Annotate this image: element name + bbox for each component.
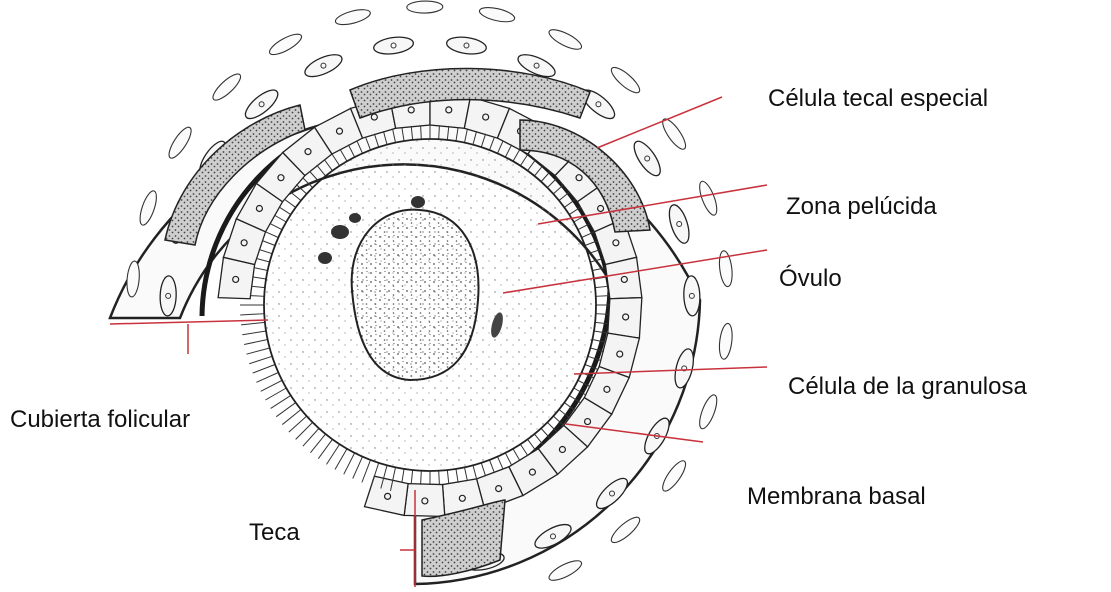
zona-striation [252, 277, 266, 279]
label-follicular-cover: Cubierta folicular [10, 408, 190, 432]
zona-striation [265, 388, 286, 400]
zona-striation [256, 258, 270, 262]
zona-striation [439, 471, 440, 485]
theca-cell [446, 35, 488, 56]
theca-cell [302, 50, 345, 81]
zona-striation [270, 223, 282, 229]
outer-theca-cell [334, 7, 372, 28]
zona-striation [505, 453, 511, 465]
outer-theca-cell [210, 70, 245, 103]
zona-striation [327, 444, 340, 464]
outer-theca-cell [267, 30, 304, 58]
zona-striation [271, 395, 291, 408]
zona-striation [253, 364, 275, 373]
zona-striation [266, 232, 279, 238]
label-basal-membrane: Membrana basal [747, 485, 926, 509]
zona-striation [240, 314, 264, 315]
zona-striation [249, 356, 272, 363]
zona-striation [259, 249, 272, 253]
granulosa-cell [605, 257, 641, 298]
label-granulosa-cell: Célula de la granulosa [788, 375, 1027, 399]
zona-striation [242, 331, 266, 335]
zona-striation [353, 457, 363, 479]
zona-striation [250, 296, 264, 297]
outer-theca-cell [696, 393, 720, 431]
vesicle-4 [411, 196, 425, 208]
zona-striation [481, 463, 485, 476]
label-zona-pellucida: Zona pelúcida [786, 195, 937, 219]
outer-theca-cell [547, 26, 585, 53]
leader-theca-special [597, 97, 722, 148]
zona-striation [541, 428, 550, 438]
zona-striation [284, 199, 295, 207]
zona-striation [447, 470, 448, 484]
zona-striation [595, 286, 609, 287]
outer-theca-cell [407, 1, 443, 14]
zona-striation [303, 428, 319, 446]
outer-theca-cell [137, 189, 160, 227]
zona-striation [290, 192, 301, 201]
zona-striation [276, 403, 295, 417]
zona-striation [402, 469, 404, 483]
outer-theca-cell [165, 124, 195, 161]
zona-striation [254, 268, 268, 271]
zona-striation [274, 215, 286, 222]
zona-striation [296, 422, 313, 439]
zona-striation [421, 471, 422, 485]
zona-striation [262, 240, 275, 245]
zona-striation [256, 373, 278, 383]
outer-theca-cell [696, 179, 720, 217]
theca-cell [373, 35, 415, 56]
zona-striation [244, 340, 267, 345]
zona-striation [261, 380, 282, 391]
zona-striation [289, 416, 307, 432]
theca-cell [629, 137, 665, 179]
zona-striation [310, 434, 325, 453]
granulosa-cell [404, 484, 445, 517]
zona-striation [246, 348, 269, 354]
label-theca-special-cell: Célula tecal especial [768, 87, 988, 111]
zona-striation [335, 449, 347, 470]
zona-striation [528, 439, 536, 450]
zona-striation [362, 460, 371, 482]
outer-theca-cell [608, 64, 643, 97]
zona-striation [520, 444, 528, 456]
zona-striation [498, 457, 504, 470]
zona-striation [282, 409, 301, 424]
vesicle-3 [318, 252, 332, 264]
outer-theca-cell [608, 514, 643, 547]
zona-striation [513, 449, 520, 461]
label-ovum: Óvulo [779, 267, 842, 291]
zona-striation [344, 453, 355, 474]
outer-theca-cell [718, 323, 734, 360]
outer-theca-cell [659, 458, 689, 494]
zona-striation [456, 469, 458, 483]
zona-striation [279, 207, 291, 215]
zona-striation [251, 286, 265, 287]
zona-striation [241, 322, 265, 325]
vesicle-2 [349, 213, 361, 223]
zona-striation [411, 470, 412, 484]
zona-striation [473, 465, 477, 479]
zona-striation [465, 467, 468, 481]
label-theca: Teca [249, 521, 300, 545]
vesicle-1 [331, 225, 349, 239]
zona-striation [489, 460, 494, 473]
granulosa-cell [608, 298, 642, 339]
leader-cover-h [110, 320, 268, 324]
outer-theca-cell [547, 557, 585, 584]
zona-striation [534, 434, 543, 445]
theca-cell [665, 203, 693, 246]
outer-theca-cell [478, 5, 516, 25]
zona-striation [318, 439, 332, 458]
ovum-nucleus [352, 210, 479, 380]
